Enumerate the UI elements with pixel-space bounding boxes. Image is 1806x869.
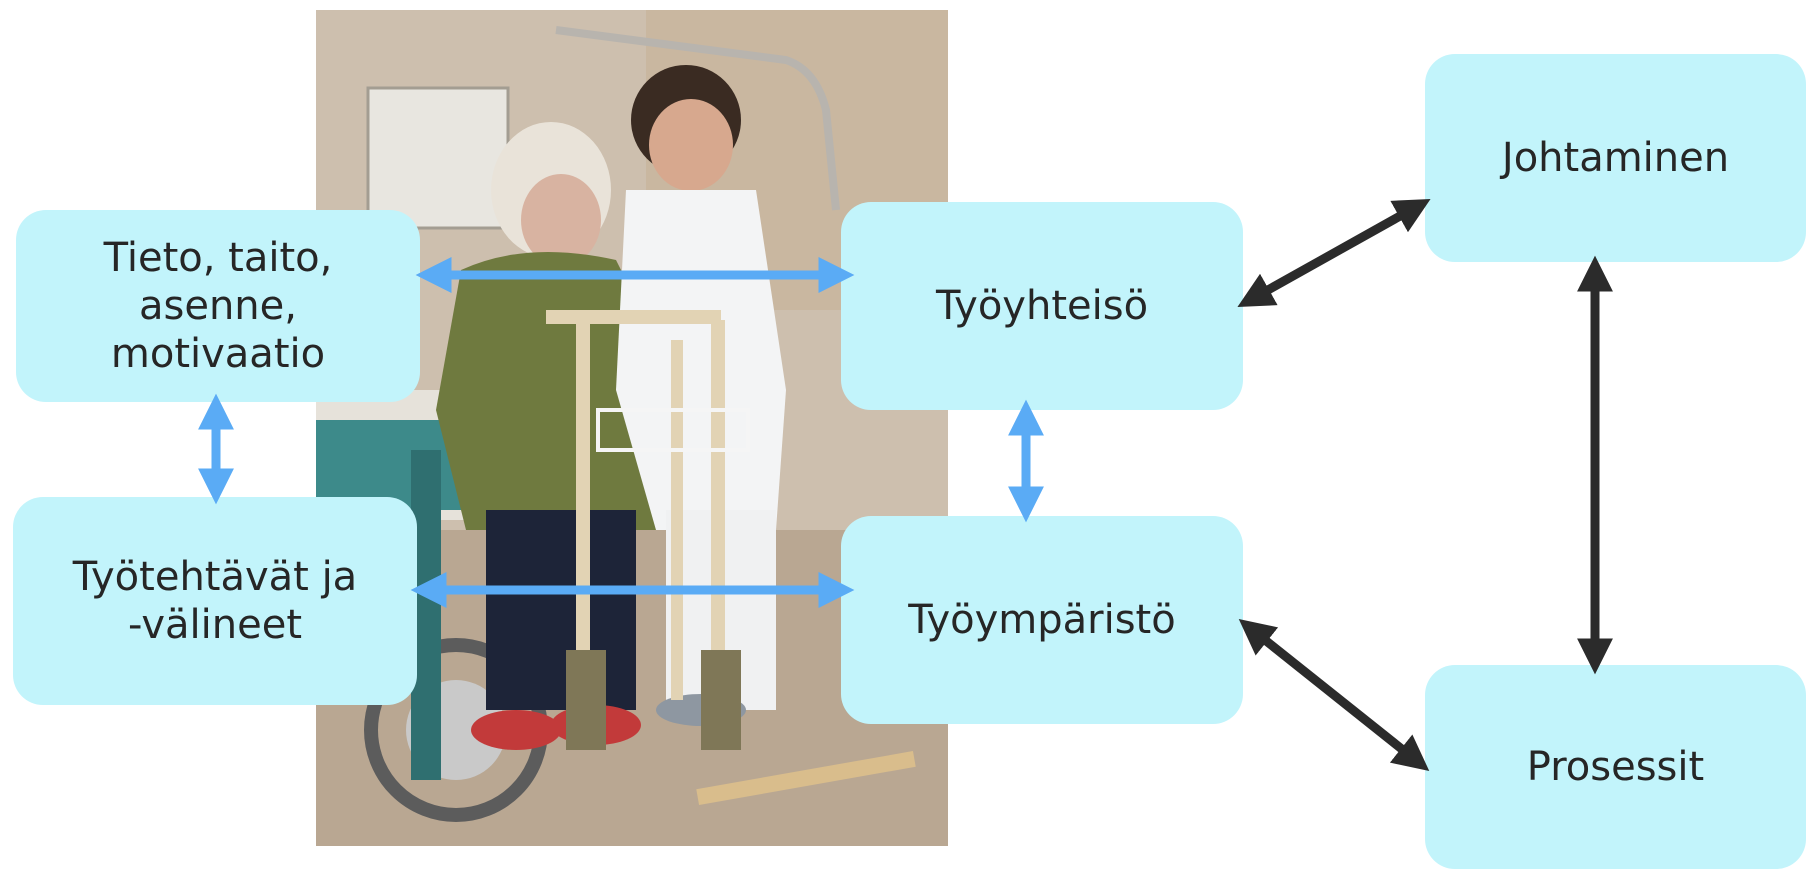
box-johtaminen: Johtaminen bbox=[1425, 54, 1806, 262]
box-line: Prosessit bbox=[1526, 744, 1705, 790]
box-line: Johtaminen bbox=[1501, 135, 1730, 181]
box-prosessit: Prosessit bbox=[1425, 665, 1806, 869]
box-tieto-taito-asenne-motivaatio: Tieto, taito, asenne, motivaatio bbox=[16, 210, 420, 402]
box-line: Työtehtävät ja bbox=[72, 554, 358, 600]
nursing-photo bbox=[316, 10, 948, 846]
photo-illustration bbox=[316, 10, 948, 846]
box-line: -välineet bbox=[127, 602, 303, 648]
box-tyoymparisto: Työympäristö bbox=[841, 516, 1243, 724]
box-line: Työyhteisö bbox=[935, 283, 1149, 329]
box-line: asenne, bbox=[138, 283, 297, 329]
box-line: motivaatio bbox=[110, 331, 326, 377]
arrow-tyoymparisto-prosessit bbox=[1238, 619, 1430, 771]
arrow-tyoyhteiso-johtaminen bbox=[1237, 198, 1431, 308]
box-tyoyhteiso: Työyhteisö bbox=[841, 202, 1243, 410]
box-line: Tieto, taito, bbox=[103, 235, 333, 281]
box-line: Työympäristö bbox=[908, 597, 1176, 643]
box-tyotehtavat-ja-valineet: Työtehtävät ja -välineet bbox=[13, 497, 417, 705]
